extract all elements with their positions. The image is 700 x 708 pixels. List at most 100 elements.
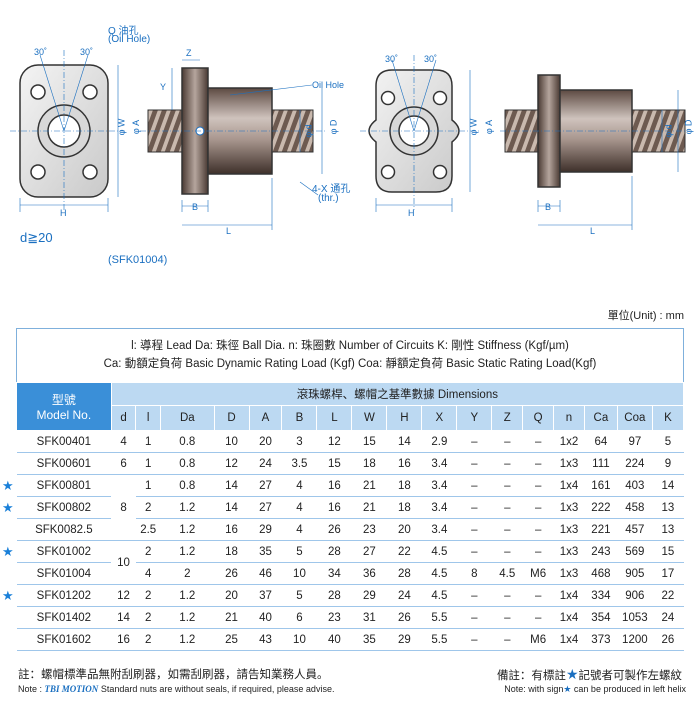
cell-ca: 221: [584, 518, 618, 541]
cell-coa: 569: [617, 540, 653, 563]
cell-q: –: [522, 540, 554, 563]
cell-d: 12: [111, 584, 136, 607]
cell-l: 28: [316, 540, 352, 563]
cell-ca: 373: [584, 628, 618, 651]
cell-n: 1x3: [553, 562, 585, 585]
model-header-cn: 型號: [51, 393, 76, 407]
cell-w: 35: [351, 628, 387, 651]
sample-model: (SFK01004): [108, 254, 168, 266]
cell-d: 4: [111, 430, 136, 453]
cell-b: 5: [281, 540, 317, 563]
model-cell: SFK01004: [16, 562, 112, 585]
cell-h: 18: [386, 496, 422, 519]
cell-w: 21: [351, 474, 387, 497]
cell-d: 12: [214, 452, 250, 475]
cell-l: 2: [135, 496, 161, 519]
dim-d-shaft: φ d: [663, 124, 674, 138]
cell-n: 1x3: [553, 540, 585, 563]
dim-a: φ A: [484, 119, 495, 135]
brand-logo: TBI MOTION: [44, 684, 99, 694]
cell-l: 2: [135, 606, 161, 629]
cell-y: –: [456, 540, 492, 563]
oil-hole-label-cn: Q 油孔: [108, 26, 139, 37]
cell-coa: 457: [617, 518, 653, 541]
note-right-cn-pre: 備註：有標註: [496, 670, 566, 682]
dim-a: φ A: [131, 119, 142, 135]
cell-n: 1x3: [553, 452, 585, 475]
cell-d: 14: [214, 496, 250, 519]
cell-q: –: [522, 474, 554, 497]
cell-l: 15: [316, 452, 352, 475]
cell-k: 24: [652, 606, 684, 629]
cell-l: 16: [316, 474, 352, 497]
dim-z: Z: [186, 48, 192, 58]
legend: l: 導程 Lead Da: 珠徑 Ball Dia. n: 珠圈數 Numbe…: [16, 328, 684, 382]
cell-y: –: [456, 474, 492, 497]
cell-k: 26: [652, 628, 684, 651]
cell-y: 8: [456, 562, 492, 585]
cell-h: 14: [386, 430, 422, 453]
column-header-x: X: [421, 405, 458, 431]
nut-drawings: Q 油孔 (Oil Hole) 30˚ 30˚ 30˚ 30˚ Oil Hole…: [0, 0, 700, 280]
side-view-right: [500, 74, 690, 230]
cell-coa: 224: [617, 452, 653, 475]
cell-z: –: [491, 628, 523, 651]
cell-ca: 243: [584, 540, 618, 563]
model-cell: SFK00601: [16, 452, 112, 475]
column-header-d: D: [213, 405, 250, 431]
dim-d-shaft: φ d: [303, 124, 314, 138]
note-right-cn-post: 記號者可製作左螺紋: [578, 670, 683, 682]
dim-y: Y: [160, 82, 167, 92]
column-header-l: l: [135, 405, 162, 431]
cell-n: 1x4: [553, 628, 585, 651]
cell-b: 10: [281, 562, 317, 585]
cell-coa: 906: [617, 584, 653, 607]
cell-ca: 64: [584, 430, 618, 453]
oil-hole-label-en: (Oil Hole): [108, 34, 151, 45]
note-en: Note : TBI MOTION Standard nuts are with…: [18, 684, 334, 694]
cell-a: 35: [249, 540, 282, 563]
cell-n: 1x3: [553, 496, 585, 519]
cell-w: 31: [351, 606, 387, 629]
column-header-ca: Ca: [583, 405, 618, 431]
cell-d: 14: [111, 606, 136, 629]
cell-x: 3.4: [421, 518, 457, 541]
cell-coa: 458: [617, 496, 653, 519]
cell-h: 28: [386, 562, 422, 585]
cell-d: 10: [111, 540, 136, 585]
cell-k: 9: [652, 452, 684, 475]
cell-a: 24: [249, 452, 282, 475]
cell-k: 5: [652, 430, 684, 453]
cell-z: –: [491, 430, 523, 453]
cell-a: 43: [249, 628, 282, 651]
cell-x: 3.4: [421, 452, 457, 475]
cell-q: M6: [522, 562, 554, 585]
cell-q: –: [522, 496, 554, 519]
thread-hole-label: 4-X 通孔: [312, 184, 351, 195]
column-header-coa: Coa: [616, 405, 653, 431]
star-icon: ★: [563, 684, 572, 694]
cell-d: 16: [214, 518, 250, 541]
cell-b: 6: [281, 606, 317, 629]
cell-d: 20: [214, 584, 250, 607]
cell-w: 36: [351, 562, 387, 585]
d-condition: d≧20: [20, 230, 53, 245]
cell-d: 16: [111, 628, 136, 651]
cell-k: 14: [652, 474, 684, 497]
column-header-n: n: [553, 405, 585, 431]
cell-z: –: [491, 606, 523, 629]
cell-x: 5.5: [421, 628, 457, 651]
cell-w: 27: [351, 540, 387, 563]
dim-b: B: [192, 202, 199, 212]
cell-z: –: [491, 496, 523, 519]
cell-z: –: [491, 474, 523, 497]
cell-y: –: [456, 606, 492, 629]
cell-a: 37: [249, 584, 282, 607]
cell-da: 1.2: [160, 518, 215, 541]
